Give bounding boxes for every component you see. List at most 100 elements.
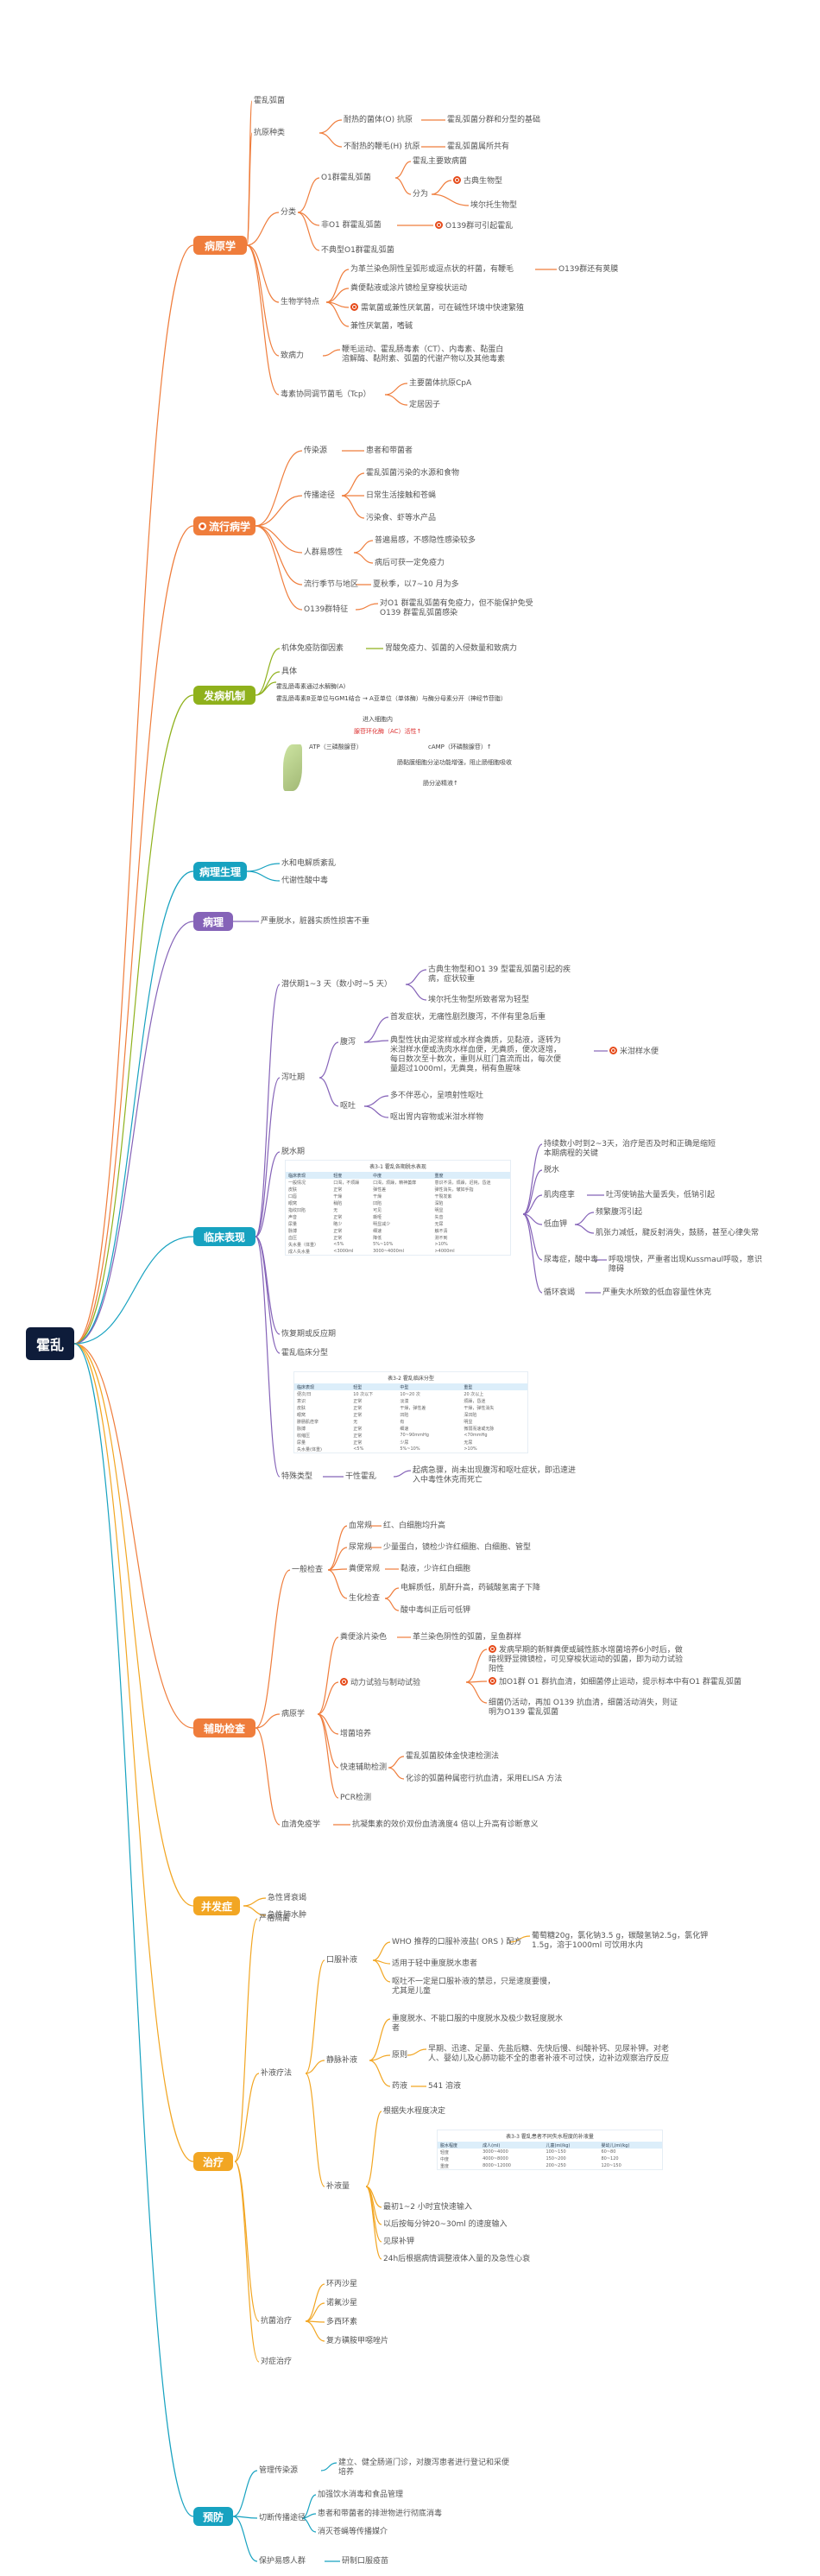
topic-node[interactable]: O139群特征 (304, 605, 348, 615)
topic-node[interactable]: 研制口服疫苗 (342, 2557, 388, 2567)
topic-node[interactable]: 具体 (281, 668, 297, 677)
topic-node[interactable]: 传播途径 (304, 491, 335, 501)
topic-node[interactable]: 人群易感性 (304, 548, 343, 558)
topic-node[interactable]: 快速辅助检测 (340, 1763, 387, 1773)
topic-node[interactable]: 严重脱水，脏器实质性损害不重 (261, 917, 369, 927)
topic-node[interactable]: 对O1 群霍乱弧菌有免疫力，但不能保护免受O139 群霍乱弧菌感染 (380, 599, 552, 618)
topic-node[interactable]: 最初1~2 小时宜快速输入 (383, 2203, 472, 2212)
topic-node[interactable]: 静脉补液 (326, 2056, 357, 2066)
topic-node[interactable]: 补液疗法 (261, 2069, 292, 2079)
topic-node[interactable]: 夏秋季，以7~10 月为多 (373, 580, 459, 590)
topic-node[interactable]: 根据失水程度决定 (383, 2107, 445, 2117)
topic-node[interactable]: 葡萄糖20g，氯化钠3.5 g，碳酸氢钠2.5g，氯化钾1.5g，溶于1000m… (532, 1932, 717, 1951)
topic-node[interactable]: 生化检查 (349, 1594, 380, 1604)
topic-node[interactable]: 以后按每分钟20~30ml 的速度输入 (383, 2220, 508, 2230)
topic-node[interactable]: 药液 (392, 2082, 407, 2092)
topic-node[interactable]: 霍乱弧菌污染的水源和食物 (366, 469, 459, 478)
topic-node[interactable]: 急性肺水肿 (268, 1911, 306, 1921)
topic-node[interactable]: 化诊的弧菌种属密行抗血清，采用ELISA 方法 (406, 1775, 562, 1784)
topic-node[interactable]: 多不伴恶心，呈喷射性呕吐 (390, 1092, 483, 1101)
topic-node[interactable]: 呼吸增快，严重者出现Kussmaul呼吸，意识障碍 (609, 1256, 764, 1275)
topic-node[interactable]: 复方磺胺甲噁唑片 (326, 2337, 388, 2346)
topic-node[interactable]: 541 溶液 (428, 2082, 461, 2092)
topic-node[interactable]: 抗凝集素的效价双份血清滴度4 倍以上升高有诊断意义 (352, 1820, 539, 1830)
topic-node[interactable]: 代谢性酸中毒 (281, 877, 328, 886)
topic-node[interactable]: 管理传染源 (259, 2466, 298, 2476)
topic-node[interactable]: 典型性状由泥浆样或水样含粪质，见黏液，逐转为米泔样水便或洗肉水样血便，无粪质，便… (390, 1036, 565, 1074)
topic-node[interactable]: 动力试验与制动试验 (340, 1678, 420, 1688)
topic-node[interactable]: 脱水期 (281, 1148, 305, 1157)
topic-node[interactable]: 增菌培养 (340, 1730, 371, 1739)
topic-node[interactable]: 定居因子 (409, 401, 440, 410)
topic-node[interactable]: 早期、迅速、足量、先盐后糖、先快后慢、纠酸补钙、见尿补钾。对老人、婴幼儿及心肺功… (428, 2045, 678, 2064)
topic-node[interactable]: 重度脱水、不能口服的中度脱水及极少数轻度脱水者 (392, 2015, 565, 2034)
topic-node[interactable]: 非O1 群霍乱弧菌 (321, 221, 382, 231)
branch-9[interactable]: 治疗 (193, 2152, 233, 2171)
topic-node[interactable]: 鞭毛运动、霍乱肠毒素（CT）、内毒素、黏蛋白溶解酶、黏附素、弧菌的代谢产物以及其… (342, 345, 506, 364)
topic-node[interactable]: 普遍易感，不感隐性感染较多 (375, 536, 476, 546)
topic-node[interactable]: 抗菌治疗 (261, 2317, 292, 2326)
branch-7[interactable]: 辅助检查 (193, 1718, 255, 1737)
topic-node[interactable]: 粪便黏液或涂片镜检呈穿梭状运动 (350, 284, 467, 294)
topic-node[interactable]: O139群可引起霍乱 (435, 221, 513, 231)
branch-10[interactable]: 预防 (193, 2507, 233, 2526)
topic-node[interactable]: 致病力 (281, 351, 304, 361)
branch-4[interactable]: 病理生理 (193, 862, 247, 881)
branch-3[interactable]: 发病机制 (193, 686, 255, 705)
topic-node[interactable]: 传染源 (304, 446, 327, 456)
topic-node[interactable]: 分类 (281, 208, 296, 218)
topic-node[interactable]: 见尿补钾 (383, 2237, 414, 2247)
topic-node[interactable]: 切断传播途径 (259, 2514, 306, 2523)
topic-node[interactable]: 胃酸免疫力、弧菌的入侵数量和致病力 (385, 644, 517, 654)
topic-node[interactable]: 不典型O1群霍乱弧菌 (321, 246, 394, 256)
topic-node[interactable]: 霍乱主要致病菌 (413, 157, 467, 167)
topic-node[interactable]: 泻吐期 (281, 1073, 305, 1083)
topic-node[interactable]: 原则 (392, 2051, 407, 2060)
topic-node[interactable]: 埃尔托生物型所致者常为轻型 (428, 996, 529, 1005)
topic-node[interactable]: 持续数小时到2~3天，治疗是否及时和正确是缩短本期病程的关键 (544, 1140, 721, 1159)
topic-node[interactable]: 口服补液 (326, 1956, 357, 1965)
topic-node[interactable]: 霍乱弧菌 (254, 97, 285, 106)
topic-node[interactable]: 霍乱弧菌属所共有 (447, 142, 509, 152)
topic-node[interactable]: 埃尔托生物型 (470, 201, 517, 211)
branch-8[interactable]: 并发症 (193, 1896, 240, 1915)
topic-node[interactable]: 粪便常规 (349, 1565, 380, 1574)
topic-node[interactable]: 首发症状，无痛性剧烈腹泻，不伴有里急后重 (390, 1013, 546, 1022)
topic-node[interactable]: 保护易感人群 (259, 2557, 306, 2567)
topic-node[interactable]: 古典生物型 (453, 176, 502, 187)
topic-node[interactable]: 血清免疫学 (281, 1820, 320, 1830)
topic-node[interactable]: 霍乱弧菌分群和分型的基础 (447, 116, 540, 125)
topic-node[interactable]: 酸中毒纠正后可低钾 (401, 1606, 470, 1616)
topic-node[interactable]: 适用于轻中重度脱水患者 (392, 1959, 477, 1969)
topic-node[interactable]: PCR检测 (340, 1794, 371, 1803)
topic-node[interactable]: 尿毒症，酸中毒 (544, 1256, 598, 1265)
topic-node[interactable]: 脱水 (544, 1166, 559, 1175)
topic-node[interactable]: 患者和带菌者 (366, 446, 413, 456)
branch-6[interactable]: 临床表现 (193, 1227, 255, 1246)
topic-node[interactable]: 尿常规 (349, 1543, 372, 1553)
topic-node[interactable]: 发病早期的新鲜粪便或碱性胨水增菌培养6小时后，做暗视野显微镜检，可见穿梭状运动的… (489, 1645, 687, 1674)
topic-node[interactable]: 低血钾 (544, 1220, 567, 1230)
topic-node[interactable]: 频繁腹泻引起 (596, 1208, 642, 1218)
branch-2[interactable]: 流行病学 (193, 516, 255, 535)
topic-node[interactable]: 红、白细胞均升高 (383, 1522, 445, 1531)
topic-node[interactable]: 机体免疫防御因素 (281, 644, 344, 654)
topic-node[interactable]: 黏液，少许红白细胞 (401, 1565, 470, 1574)
topic-node[interactable]: 肌肉痉挛 (544, 1191, 575, 1200)
topic-node[interactable]: 建立、健全肠道门诊，对腹泻患者进行登记和采便培养 (338, 2459, 511, 2478)
topic-node[interactable]: 血常规 (349, 1522, 372, 1531)
topic-node[interactable]: 急性肾衰竭 (268, 1894, 306, 1903)
topic-node[interactable]: 呕出胃内容物或米泔水样物 (390, 1113, 483, 1123)
topic-node[interactable]: 电解质低，肌酐升高，药碱酸氢离子下降 (401, 1584, 540, 1593)
topic-node[interactable]: 消灭苍蝇等传播媒介 (318, 2528, 388, 2537)
topic-node[interactable]: 诺氟沙星 (326, 2299, 357, 2308)
topic-node[interactable]: 耐热的菌体(O) 抗原 (344, 116, 413, 125)
topic-node[interactable]: 加强饮水消毒和食品管理 (318, 2491, 403, 2500)
topic-node[interactable]: 环丙沙星 (326, 2280, 357, 2289)
topic-node[interactable]: 呕吐 (340, 1102, 356, 1111)
topic-node[interactable]: 腹泻 (340, 1038, 356, 1047)
topic-node[interactable]: 干性霍乱 (345, 1472, 376, 1482)
topic-node[interactable]: 米泔样水便 (609, 1047, 659, 1057)
branch-5[interactable]: 病理 (193, 912, 233, 931)
topic-node[interactable]: 抗原种类 (254, 129, 285, 138)
